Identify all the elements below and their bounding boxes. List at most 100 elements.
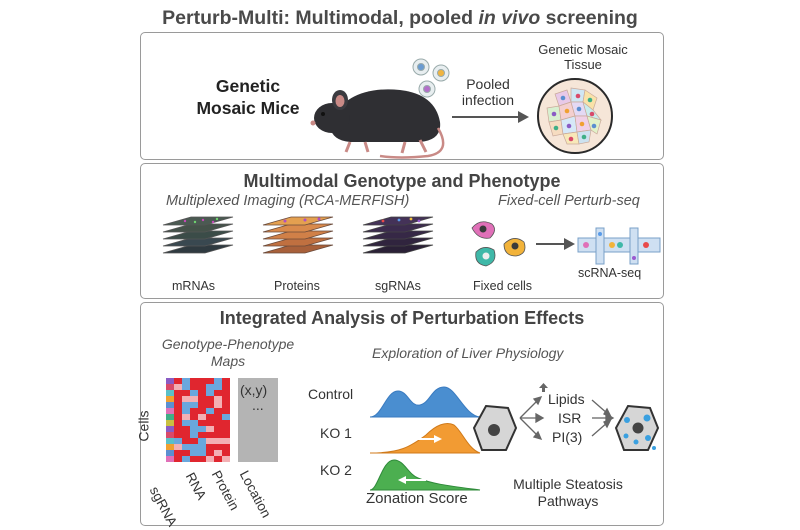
heatmap-cell [198,384,206,390]
pathway-isr: ISR [558,410,582,426]
heatmap-cell [190,402,198,408]
heatmap-cell [166,438,174,444]
heatmap-cell [182,390,190,396]
stack-label-sgrnas: sgRNAs [375,279,421,293]
zonation-score-label: Zonation Score [366,490,468,507]
heatmap-cell [206,390,214,396]
fixed-cells-label: Fixed cells [473,279,533,293]
heatmap-cell [214,426,222,432]
heatmap-cell [182,414,190,420]
heatmap-cell [198,408,206,414]
heatmap-cell [182,408,190,414]
heatmap-cell [166,426,174,432]
heatmap-cell [182,426,190,432]
imaging-stack-sgrnas [362,216,434,254]
heatmap-cell [182,456,190,462]
heatmap-cell [190,444,198,450]
heatmap-cell [198,444,206,450]
heatmap-cell [222,420,230,426]
mosaic-tissue-circle [537,78,613,154]
heatmap-cell [190,390,198,396]
heatmap-cell [198,432,206,438]
condition-label-ko1: KO 1 [320,425,352,441]
heatmap-cell [182,378,190,384]
stack-label-proteins: Proteins [274,279,320,293]
heatmap-cell [198,396,206,402]
heatmap-cell [190,396,198,402]
heatmap-cell [190,414,198,420]
heatmap-cell [190,450,198,456]
condition-label-control: Control [308,386,354,402]
heatmap-cell [214,420,222,426]
heatmap-cell [214,378,222,384]
pathway-arrows [519,383,615,441]
heatmap-cell [190,432,198,438]
heatmap-cell [166,456,174,462]
heatmap-cell [206,408,214,414]
imaging-stack-proteins [262,216,334,254]
distribution-control [369,386,481,418]
genotype-phenotype-heatmap [166,378,230,462]
integrated-analysis-heading: Integrated Analysis of Perturbation Effe… [219,308,585,328]
heatmap-cell [222,384,230,390]
distribution-ko2 [369,459,481,491]
heatmap-cell [206,444,214,450]
stack-label-mrnas: mRNAs [172,279,216,293]
imaging-subtitle: Multiplexed Imaging (RCA-MERFISH) [166,193,410,209]
heatmap-cell [222,450,230,456]
heatmap-cell [206,384,214,390]
main-title: Perturb-Multi: Multimodal, pooled in viv… [162,7,638,29]
heatmap-cell [206,402,214,408]
heatmap-cell [222,438,230,444]
heatmap-cell [198,426,206,432]
heatmap-cell [222,456,230,462]
heatmap-cell [198,378,206,384]
heatmap-cell [182,450,190,456]
cells-axis-label: Cells [135,410,152,442]
virus-icons [412,58,450,98]
heatmap-cell [214,408,222,414]
steatosis-label: Multiple Steatosis Pathways [513,476,623,509]
heatmap-cell [174,378,182,384]
heatmap-cell [222,402,230,408]
heatmap-cell [166,390,174,396]
heatmap-cell [198,390,206,396]
mosaic-mice-label: Genetic Mosaic Mice [196,76,300,118]
heatmap-cell [182,420,190,426]
heatmap-cell [190,408,198,414]
heatmap-cell [198,420,206,426]
heatmap-cell [174,426,182,432]
heatmap-cell [166,432,174,438]
heatmap-cell [214,384,222,390]
heatmap-cell [182,402,190,408]
heatmap-cell [222,378,230,384]
location-column [238,378,278,462]
condition-label-ko2: KO 2 [320,462,352,478]
heatmap-cell [222,414,230,420]
heatmap-cell [190,456,198,462]
heatmap-cell [214,438,222,444]
scrnaseq-label: scRNA-seq [578,266,642,280]
heatmap-cell [182,384,190,390]
heatmap-cell [222,432,230,438]
heatmap-cell [206,378,214,384]
location-ellipsis: ... [252,397,264,413]
location-coord-label: (x,y) [240,382,268,398]
hepatocyte-normal-icon [472,404,518,451]
heatmap-cell [198,414,206,420]
heatmap-cell [166,450,174,456]
heatmap-cell [198,402,206,408]
maps-subtitle: Genotype-Phenotype Maps [161,336,295,369]
liver-subtitle: Exploration of Liver Physiology [372,345,564,361]
heatmap-cell [174,408,182,414]
heatmap-cell [206,414,214,420]
heatmap-cell [206,432,214,438]
heatmap-cell [166,408,174,414]
heatmap-cell [174,432,182,438]
heatmap-cell [174,450,182,456]
perturbseq-subtitle: Fixed-cell Perturb-seq [498,193,640,209]
heatmap-cell [174,456,182,462]
distribution-ko1 [369,422,481,454]
heatmap-cell [206,396,214,402]
mosaic-tissue-label: Genetic Mosaic Tissue [538,42,628,72]
